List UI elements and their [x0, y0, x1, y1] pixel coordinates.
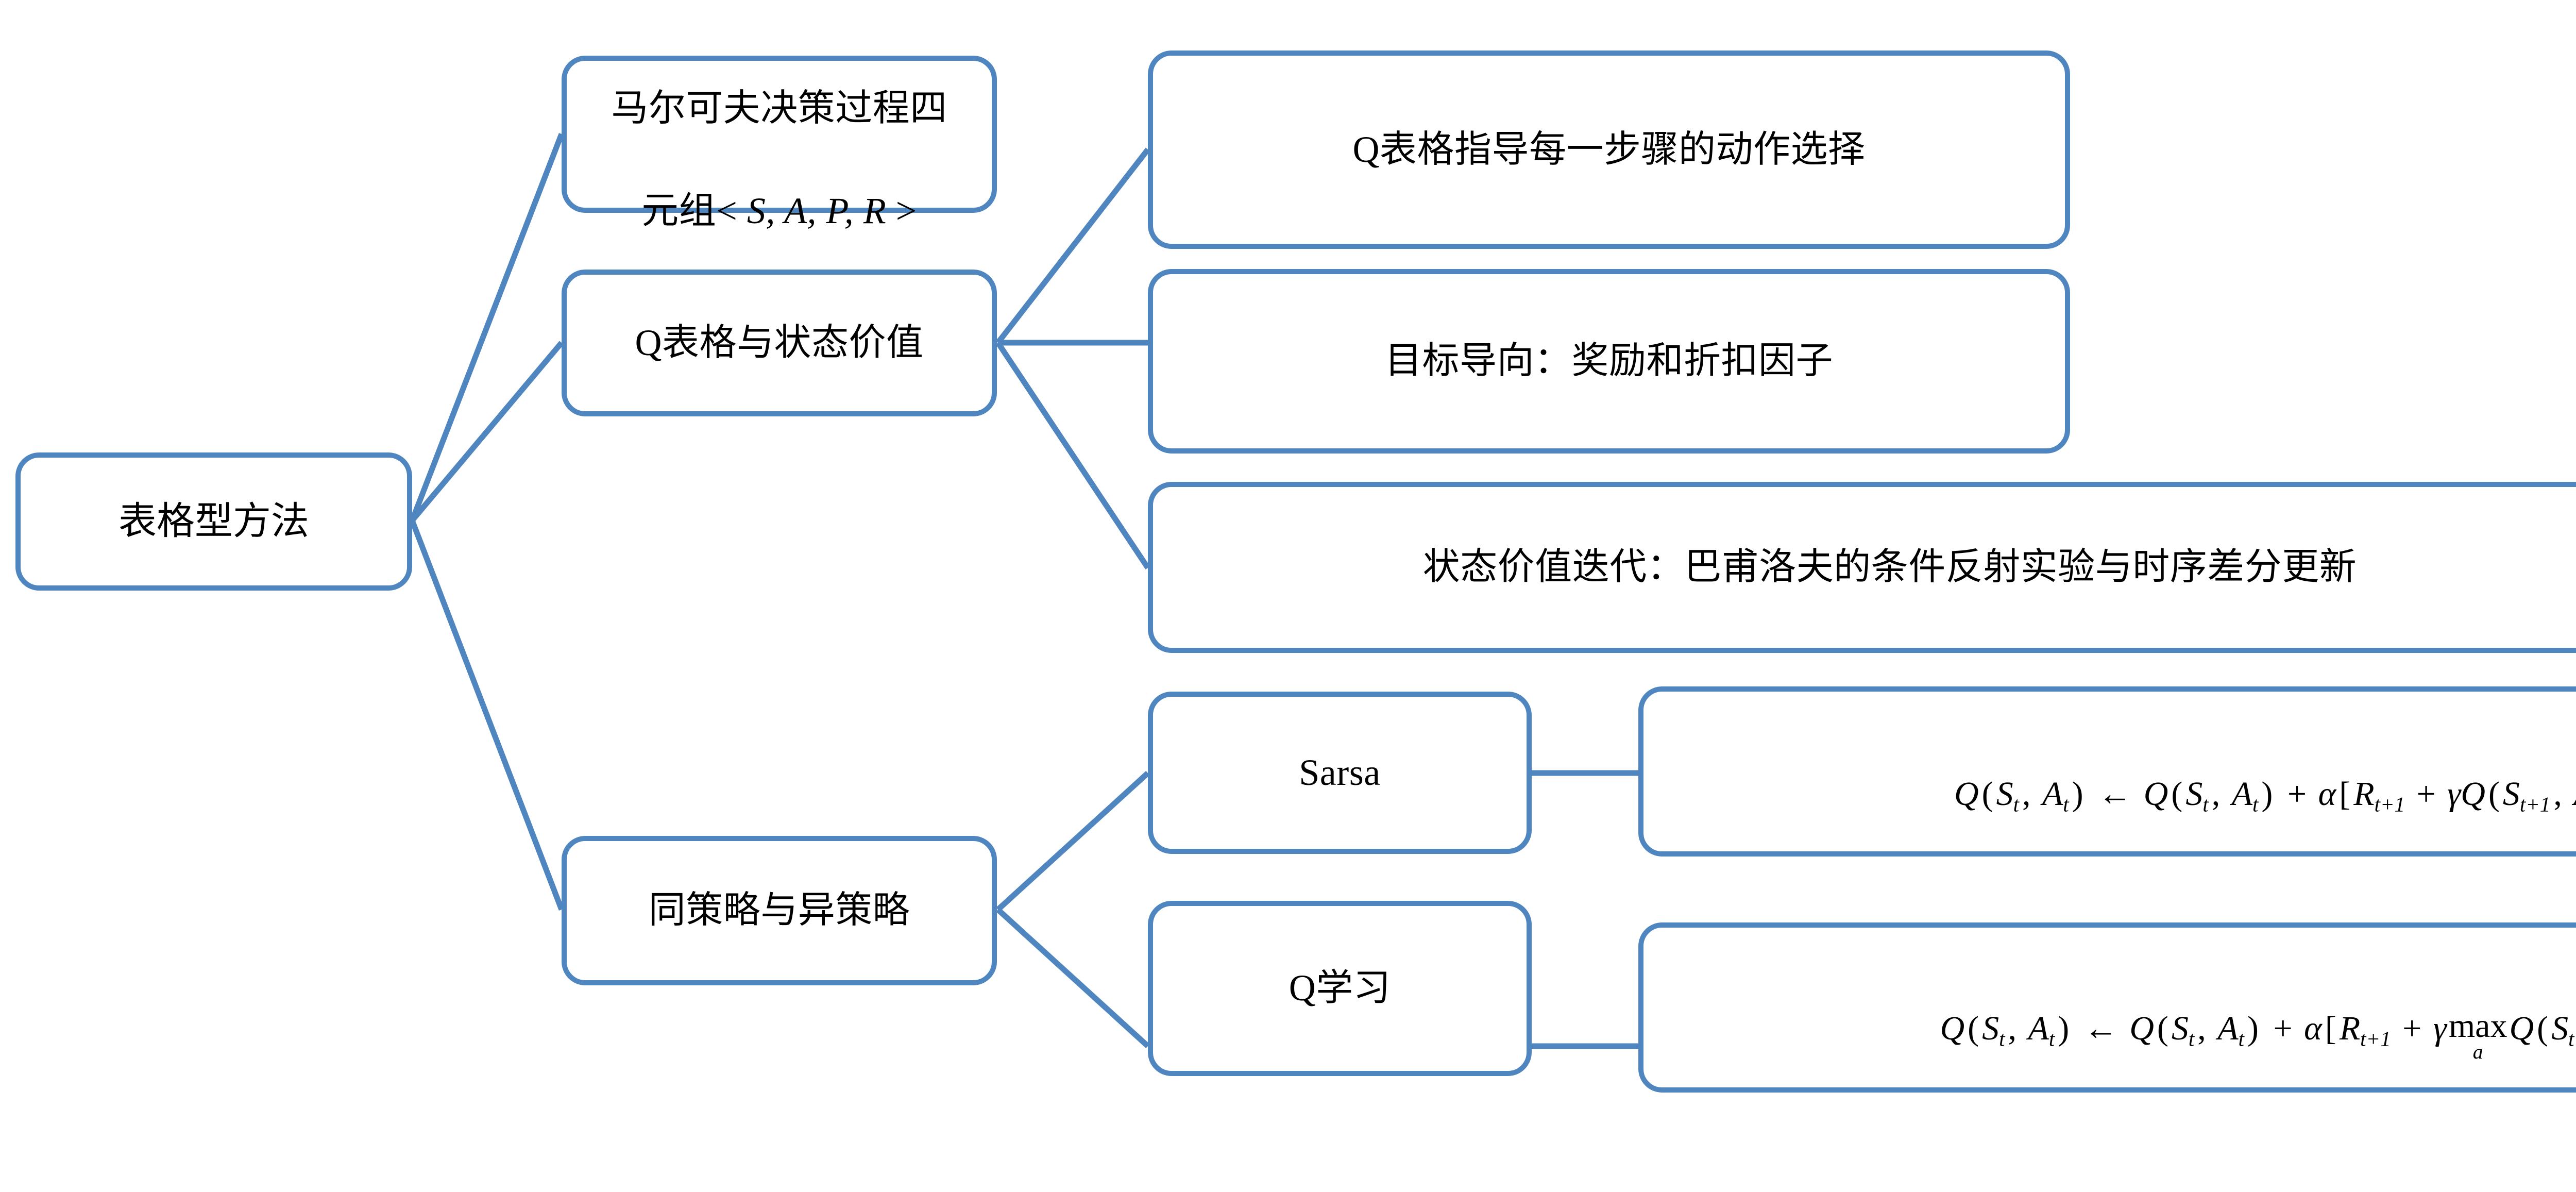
node-root[interactable]: 表格型方法: [15, 452, 412, 591]
node-mdp-label: 马尔可夫决策过程四 元组< S, A, P, R >: [602, 32, 957, 237]
edge-root-to-qtable: [410, 341, 564, 523]
node-goal-oriented[interactable]: 目标导向：奖励和折扣因子: [1148, 269, 2070, 454]
node-on-off-policy-label: 同策略与异策略: [648, 889, 910, 931]
node-on-off-policy[interactable]: 同策略与异策略: [562, 836, 997, 985]
node-sarsa-formula[interactable]: Q(St, At) ← Q(St, At) + α[Rt+1 + γQ(St+1…: [1638, 686, 2576, 857]
node-state-value-iteration-label: 状态价值迭代：巴甫洛夫的条件反射实验与时序差分更新: [1422, 546, 2357, 588]
node-mdp[interactable]: 马尔可夫决策过程四 元组< S, A, P, R >: [562, 56, 997, 231]
node-state-value-iteration[interactable]: 状态价值迭代：巴甫洛夫的条件反射实验与时序差分更新: [1148, 482, 2576, 653]
node-mdp-line2-math: S, A, P, R: [737, 190, 896, 231]
edge-onoff-to-sarsa: [996, 770, 1150, 912]
sarsa-formula-expression: Q(St, At) ← Q(St, At) + α[Rt+1 + γQ(St+1…: [1954, 775, 2576, 816]
edge-qtable-to-guides: [995, 147, 1150, 345]
node-root-label: 表格型方法: [118, 500, 309, 543]
node-sarsa-label: Sarsa: [1299, 751, 1381, 793]
node-goal-oriented-label: 目标导向：奖励和折扣因子: [1384, 340, 1833, 382]
node-sarsa[interactable]: Sarsa: [1148, 692, 1532, 854]
edge-root-to-onoff: [409, 519, 565, 911]
node-mdp-line2-prefix: 元组<: [641, 190, 738, 231]
edge-qtable-to-iteration: [995, 341, 1150, 570]
node-q-table-guides-label: Q表格指导每一步骤的动作选择: [1352, 128, 1866, 170]
node-q-learning-label: Q学习: [1289, 967, 1391, 1009]
node-q-table-guides[interactable]: Q表格指导每一步骤的动作选择: [1148, 51, 2070, 249]
edge-onoff-to-qlearning: [996, 907, 1150, 1049]
node-mdp-line1: 马尔可夫决策过程四: [611, 88, 947, 129]
edge-root-to-mdp: [409, 133, 565, 522]
node-q-learning[interactable]: Q学习: [1148, 901, 1532, 1076]
node-mdp-line2-suffix: >: [895, 190, 917, 231]
node-q-table-state-value[interactable]: Q表格与状态价值: [562, 270, 997, 416]
node-q-table-state-value-label: Q表格与状态价值: [635, 322, 924, 363]
